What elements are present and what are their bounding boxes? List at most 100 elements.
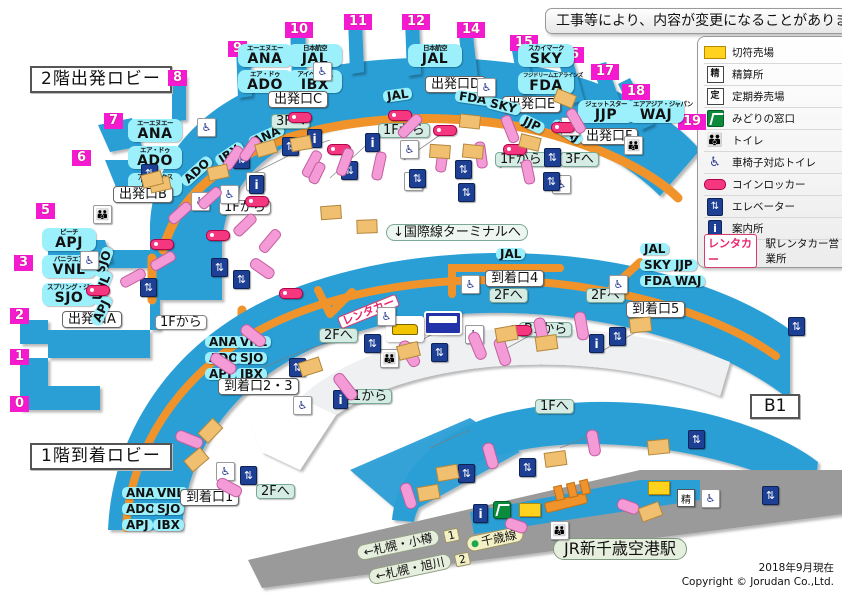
arrival5-sky: SKY (640, 259, 675, 271)
gate-number-7[interactable]: 7 (104, 113, 124, 129)
elevator-icon-dep-2: ⇅ (141, 164, 158, 183)
legend-label: みどりの窓口 (732, 113, 795, 125)
airline-chip-ana-c[interactable]: エーエヌエー ANA (238, 44, 292, 67)
coin-locker-icon-arr-1 (508, 325, 532, 336)
elevator-icon-arr-6: ⇅ (289, 358, 306, 377)
footer-date: 2018年9月現在 (758, 562, 834, 574)
legend-label: 切符売場 (732, 47, 774, 59)
gate-label-arrival-23[interactable]: 到着口2・3 (218, 378, 299, 395)
airline-chip-fda-e[interactable]: フジドリームエアラインズ FDA (518, 72, 583, 94)
airline-chip-ado-c[interactable]: エア・ドゥ ADO (238, 70, 292, 93)
elevator-icon-arr-3: ⇅ (609, 327, 626, 346)
gate-number-11[interactable]: 11 (344, 14, 373, 30)
arrival1-ana: ANA (122, 487, 159, 499)
midori-no-madoguchi-icon (704, 110, 726, 127)
gate-number-1[interactable]: 1 (10, 349, 30, 365)
elevator-icon-dep-8: ⇅ (458, 183, 475, 202)
footer-copyright: Copyright © Jorudan Co.,Ltd. (681, 576, 834, 588)
elevator-icon-dep-9: ⇅ (544, 148, 561, 167)
accessible-toilet-icon-dep-a: ♿ (80, 251, 99, 270)
elevator-icon-arr-1: ⇅ (431, 343, 448, 362)
page-title-departure-lobby: 2階出発ロビー (30, 66, 172, 93)
airline-chip-jjp-f[interactable]: ジェットスター JJP (578, 100, 634, 123)
accessible-toilet-icon-dep-mid4: ♿ (400, 140, 419, 159)
international-terminal-link[interactable]: ↓国際線ターミナルへ (386, 224, 528, 241)
elevator-icon-station: ⇅ (762, 486, 779, 505)
coin-locker-icon-dep-6 (388, 110, 412, 121)
gate-label-departure-c[interactable]: 出発口C (268, 91, 329, 108)
gate-number-10[interactable]: 10 (285, 22, 314, 38)
coin-locker-icon-dep-8 (503, 144, 527, 155)
gate-label-departure-b[interactable]: 出発口B (113, 186, 173, 203)
line-color-dot (470, 539, 480, 548)
airline-chip-ana-b[interactable]: エーエヌエー ANA (128, 119, 182, 142)
arrival5-jal: JAL (640, 243, 670, 255)
accessible-toilet-icon-dep-c: ♿ (313, 62, 332, 81)
gate-number-2[interactable]: 2 (10, 308, 30, 324)
gate-number-14[interactable]: 14 (457, 22, 486, 38)
legend-label: 精算所 (732, 69, 764, 81)
elevator-icon-dep-6: ⇅ (409, 169, 426, 188)
gate-number-0[interactable]: 0 (10, 396, 30, 412)
bus-icon (424, 311, 462, 335)
arrival1-ibx: IBX (153, 519, 184, 531)
midori-no-madoguchi-icon-b1 (493, 501, 511, 519)
elevator-icon-dep-3: ⇅ (211, 258, 228, 277)
elevator-icon-b1-1: ⇅ (458, 464, 475, 483)
nav-label-1f-3[interactable]: 1Fから (378, 123, 430, 138)
gate-label-arrival-4[interactable]: 到着口4 (485, 270, 545, 287)
arrival23-ana: ANA (205, 336, 242, 348)
nav-label-2f-1[interactable]: 2Fへ (256, 484, 295, 499)
elevator-icon: ⇅ (704, 197, 726, 216)
accessible-toilet-icon-arr-1: ♿ (377, 307, 396, 326)
nav-label-3f-2[interactable]: 3Fへ (560, 152, 599, 167)
legend-item-fare-adjustment: 精 精算所 (704, 64, 842, 86)
footer-credit: 2018年9月現在 Copyright © Jorudan Co.,Ltd. (682, 561, 834, 589)
legend-item-midori-no-madoguchi: みどりの窓口 (704, 108, 842, 130)
nav-label-1f-2[interactable]: 1Fから (155, 315, 207, 330)
gate-number-17[interactable]: 17 (591, 64, 620, 80)
accessible-toilet-icon-arr-3: ♿ (609, 275, 628, 294)
coin-locker-icon-dep-2 (150, 239, 174, 250)
legend-item-toilet: 👪 トイレ (704, 130, 842, 152)
airline-chip-sky-e[interactable]: スカイマーク SKY (518, 44, 574, 67)
accessible-toilet-icon: ♿ (709, 155, 721, 170)
gate-number-18[interactable]: 18 (622, 84, 651, 100)
accessible-toilet-icon-arr-5: ♿ (293, 396, 312, 415)
gate-label-arrival-1[interactable]: 到着口1 (180, 489, 240, 506)
gate-number-12[interactable]: 12 (402, 14, 431, 30)
legend-label: 定期券売場 (732, 91, 785, 103)
gate-number-5[interactable]: 5 (36, 203, 56, 219)
coin-locker-icon-dep-5 (327, 144, 351, 155)
elevator-icon-arr-4: ⇅ (788, 317, 805, 336)
ticket-office-icon-b1 (519, 503, 541, 517)
gate-number-8[interactable]: 8 (168, 70, 188, 86)
airline-chip-jal-d[interactable]: 日本航空 JAL (408, 44, 462, 67)
airline-chip-ado-b[interactable]: エア・ドゥ ADO (128, 146, 182, 169)
accessible-toilet-icon-arr-6: ♿ (216, 462, 235, 481)
rental-car-icon: レンタカー (704, 233, 757, 268)
elevator-icon-dep-11: ⇅ (282, 137, 299, 156)
gate-number-6[interactable]: 6 (72, 150, 92, 166)
airline-chip-sjo[interactable]: スプリング・ジャパン SJO (42, 283, 108, 306)
gate-number-19[interactable]: 19 (678, 114, 707, 130)
arrival1-ado: ADO (122, 503, 160, 515)
gate-label-arrival-5[interactable]: 到着口5 (626, 301, 686, 318)
gate-number-3[interactable]: 3 (14, 255, 34, 271)
elevator-icon-dep-7: ⇅ (455, 160, 472, 179)
nav-label-2f-3[interactable]: 2Fへ (489, 288, 528, 303)
gate-label-departure-f[interactable]: 出発口F (580, 128, 639, 145)
coin-locker-icon-dep-7 (433, 125, 457, 136)
elevator-icon-dep-10: ⇅ (543, 172, 560, 191)
page-title-basement: B1 (750, 394, 801, 419)
elevator-icon-dep-4: ⇅ (140, 278, 157, 297)
coin-locker-icon-dep-4 (288, 112, 312, 123)
nav-label-1f-b1[interactable]: 1Fへ (535, 399, 574, 414)
nav-label-2f-2[interactable]: 2Fへ (319, 328, 358, 343)
airline-chip-waj-f[interactable]: エアアジア・ジャパン WAJ (628, 100, 693, 123)
b1-hall (350, 401, 818, 522)
airline-chip-apj[interactable]: ピーチ APJ (42, 228, 96, 251)
coin-locker-icon-dep-3 (245, 196, 269, 207)
arrival1-vnl: VNL (153, 487, 188, 499)
arrival4-jal: JAL (496, 248, 526, 260)
